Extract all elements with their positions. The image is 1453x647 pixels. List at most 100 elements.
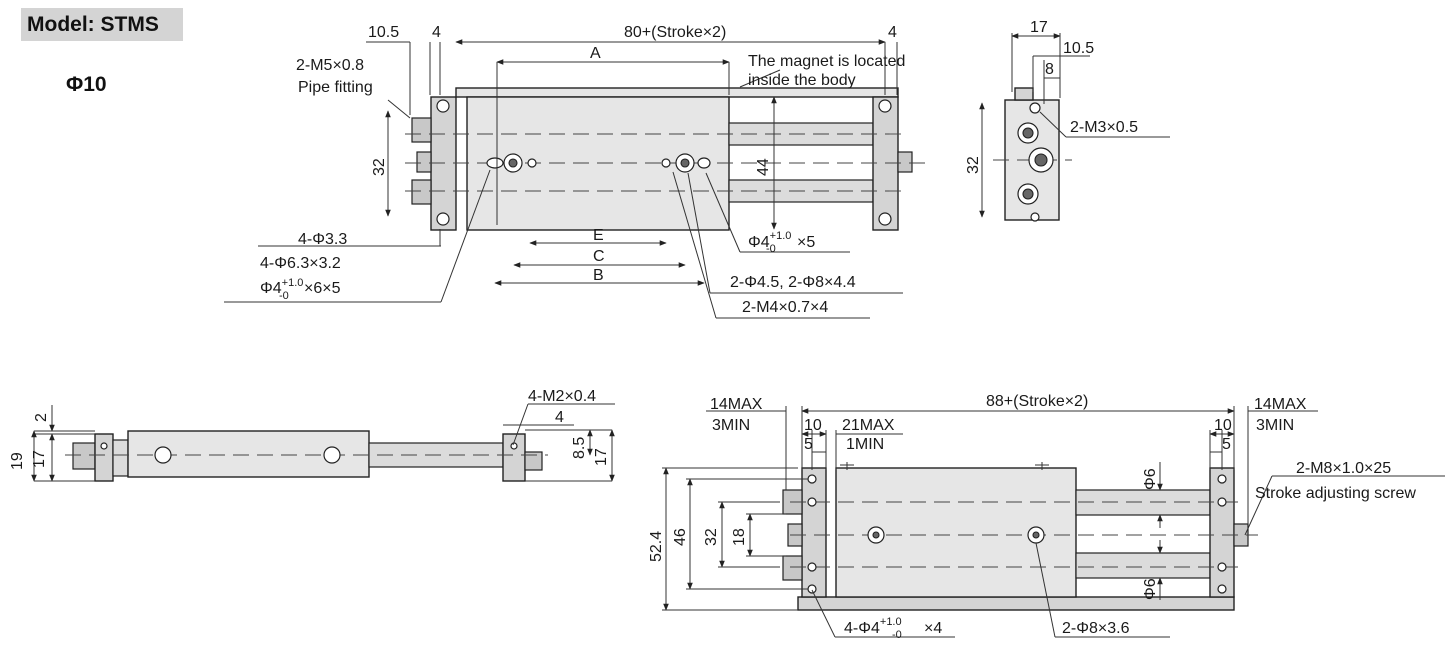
side-end-plate-left [94, 433, 114, 482]
bottom-counterbore-note: 2-Φ8×3.6 [1062, 620, 1130, 637]
left-min-label: 3MIN [712, 417, 750, 434]
bottom-pin-hole [807, 474, 817, 484]
side-small-hole [100, 442, 108, 450]
left-inner-dim: 4 [432, 24, 441, 41]
dim-b-label: B [593, 267, 604, 284]
corner-hole [878, 99, 892, 113]
bottom-pin-hole [1217, 474, 1227, 484]
dim-17-right-label: 17 [593, 448, 610, 466]
mid-min-label: 1MIN [846, 436, 884, 453]
magnet-note-line1: The magnet is located [748, 53, 905, 70]
counterbore-hole-inner [680, 158, 690, 168]
dim-10-5-label: 10.5 [1063, 40, 1094, 57]
thread-note: 2-M4×0.7×4 [742, 299, 828, 316]
dim-32-label: 32 [703, 528, 720, 546]
bottom-pin-hole [807, 584, 817, 594]
model-label-box: Model: STMS [21, 8, 183, 41]
dim-e-label: E [593, 227, 604, 244]
corner-hole [436, 99, 450, 113]
bottom-pin-hole [1217, 584, 1227, 594]
bottom-rod-upper [1075, 489, 1211, 516]
mid-max-label: 21MAX [842, 417, 895, 434]
port-upper-inner [1022, 127, 1034, 139]
dim-c-label: C [593, 248, 605, 265]
height-44-dim: 44 [755, 158, 772, 176]
dim-19-label: 19 [9, 452, 26, 470]
pin-slot [697, 157, 711, 169]
corner-hole [436, 212, 450, 226]
phi6-top-label: Φ6 [1142, 468, 1159, 490]
model-label: Model: STMS [27, 13, 159, 36]
height-32-dim: 32 [371, 158, 388, 176]
hole-note-2: 4-Φ6.3×3.2 [260, 255, 341, 272]
counterbore-note: 2-Φ4.5, 2-Φ8×4.4 [730, 274, 856, 291]
bottom-rod-lower [1075, 552, 1211, 579]
dim-a-label: A [590, 45, 601, 62]
hole-note-3: Φ4+1.0-0×6×5 [260, 277, 341, 302]
pin-note-tail: ×5 [797, 234, 815, 251]
pin-note-base: Φ4 [748, 234, 770, 251]
dim-5-left-label: 5 [804, 436, 813, 453]
pipe-note-line1: 2-M5×0.8 [296, 57, 364, 74]
thread-hole [1029, 102, 1041, 114]
right-max-label: 14MAX [1254, 396, 1307, 413]
dim-4-label: 4 [555, 409, 564, 426]
left-max-label: 14MAX [710, 396, 763, 413]
pipe-fitting-upper [411, 117, 432, 143]
pipe-fitting-lower [411, 179, 432, 205]
side-small-hole [510, 442, 518, 450]
hole-note-3-sub: -0 [279, 290, 289, 302]
center-port-inner [1034, 153, 1048, 167]
dim-2-label: 2 [33, 413, 50, 422]
end-view: 17 10.5 8 32 2-M3×0.5 [965, 19, 1170, 222]
bottom-pin-hole [807, 497, 817, 507]
dim-10-right-label: 10 [1214, 417, 1232, 434]
thread-hole [1030, 212, 1040, 222]
bottom-pin-hole [1217, 497, 1227, 507]
thread-note: 2-M3×0.5 [1070, 119, 1138, 136]
bottom-view: 88+(Stroke×2) 14MAX 3MIN 14MAX 3MIN 10 5… [648, 393, 1445, 641]
hole-note-3-base: Φ4 [260, 280, 282, 297]
counterbore-hole-inner [508, 158, 518, 168]
side-screw-head [323, 446, 341, 464]
dim-5-right-label: 5 [1222, 436, 1231, 453]
bottom-counterbore-inner [1032, 531, 1040, 539]
pipe-note-line2: Pipe fitting [298, 79, 373, 96]
pin-note-sub: -0 [766, 243, 776, 255]
right-min-label: 3MIN [1256, 417, 1294, 434]
bottom-end-plate-right [1209, 467, 1235, 598]
end-plate-left [430, 96, 457, 231]
dim-32-label: 32 [965, 156, 982, 174]
adjust-screw-right [897, 151, 913, 173]
side-screw-head [154, 446, 172, 464]
dim-8-5-label: 8.5 [571, 437, 588, 459]
magnet-note-line2: inside the body [748, 72, 856, 89]
adjust-screw-left [416, 151, 432, 173]
bottom-hole-note-base: 4-Φ4 [844, 620, 880, 637]
side-screw-right [524, 451, 543, 471]
stroke-length-dim: 80+(Stroke×2) [624, 24, 726, 41]
stroke-length-dim: 88+(Stroke×2) [986, 393, 1088, 410]
end-plate-right [872, 96, 899, 231]
pin-slot [486, 157, 504, 169]
bottom-pin-hole [1217, 562, 1227, 572]
end-view-tab [1014, 87, 1034, 101]
pin-note-sup: +1.0 [770, 230, 792, 242]
bottom-hole-note-sub: -0 [892, 629, 902, 641]
corner-hole [878, 212, 892, 226]
bottom-hole-note-tail: ×4 [924, 620, 942, 637]
top-view: 80+(Stroke×2) 10.5 4 4 A E C B 32 44 The… [224, 24, 925, 319]
hole-note-3-sup: +1.0 [282, 277, 304, 289]
right-dim: 4 [888, 24, 897, 41]
hole-note-1: 4-Φ3.3 [298, 231, 347, 248]
bottom-hole-note: 4-Φ4+1.0-0×4 [844, 616, 942, 641]
bottom-counterbore-inner [872, 531, 880, 539]
screw-note-line2: Stroke adjusting screw [1255, 485, 1416, 502]
side-view: 2 19 17 4-M2×0.4 4 8.5 17 [9, 388, 615, 482]
dim-8-label: 8 [1045, 61, 1054, 78]
thread-hole [661, 158, 671, 168]
phi6-bottom-label: Φ6 [1142, 578, 1159, 600]
left-outer-dim: 10.5 [368, 24, 399, 41]
dim-18-label: 18 [731, 528, 748, 546]
